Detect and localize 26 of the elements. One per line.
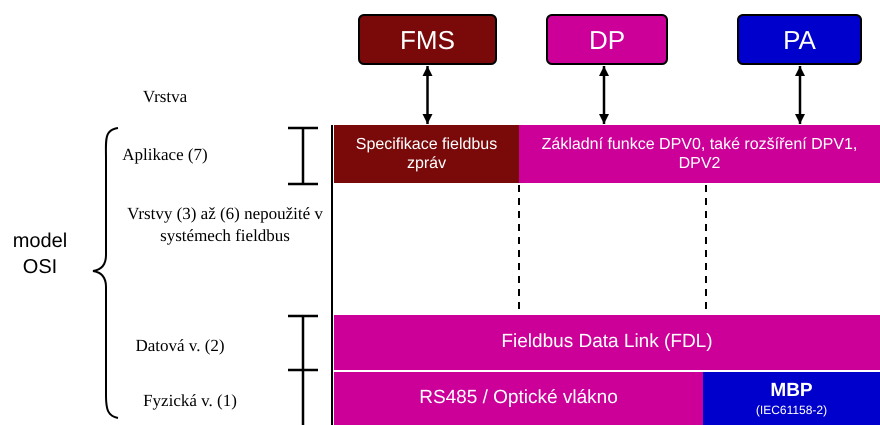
layer-block	[334, 372, 703, 425]
protocol-box	[737, 14, 862, 65]
layer-label: model OSI	[12, 229, 68, 280]
layer-block	[703, 372, 880, 425]
double-arrow	[795, 66, 805, 124]
block-label: Fieldbus Data Link (FDL)	[500, 331, 714, 354]
layer-block	[519, 125, 880, 183]
standard-label: (IEC61158-2)	[754, 402, 828, 418]
layer-block	[334, 315, 880, 370]
protocol-box	[546, 14, 668, 65]
block-label: DP	[588, 26, 626, 52]
block-label: FMS	[399, 26, 456, 52]
layer-label: Datová v. (2)	[134, 335, 226, 357]
block-label: Specifikace fieldbus zpráv	[354, 134, 498, 174]
block-label: PA	[782, 26, 817, 52]
layer-label: Aplikace (7)	[121, 144, 209, 166]
block-label: Základní funkce DPV0, také rozšíření DPV1, DPV2	[540, 134, 858, 174]
layer-block	[334, 125, 519, 183]
layer-label: Vrstva	[142, 86, 188, 108]
protocol-box	[358, 14, 497, 65]
double-arrow	[422, 66, 432, 124]
layer-label: Vrstvy (3) až (6) nepoužité v systémech fieldbus	[126, 203, 324, 248]
block-label: MBP	[769, 380, 814, 403]
block-label: RS485 / Optické vlákno	[418, 387, 619, 410]
double-arrow	[599, 66, 609, 124]
layer-label: Fyzická v. (1)	[142, 390, 238, 412]
